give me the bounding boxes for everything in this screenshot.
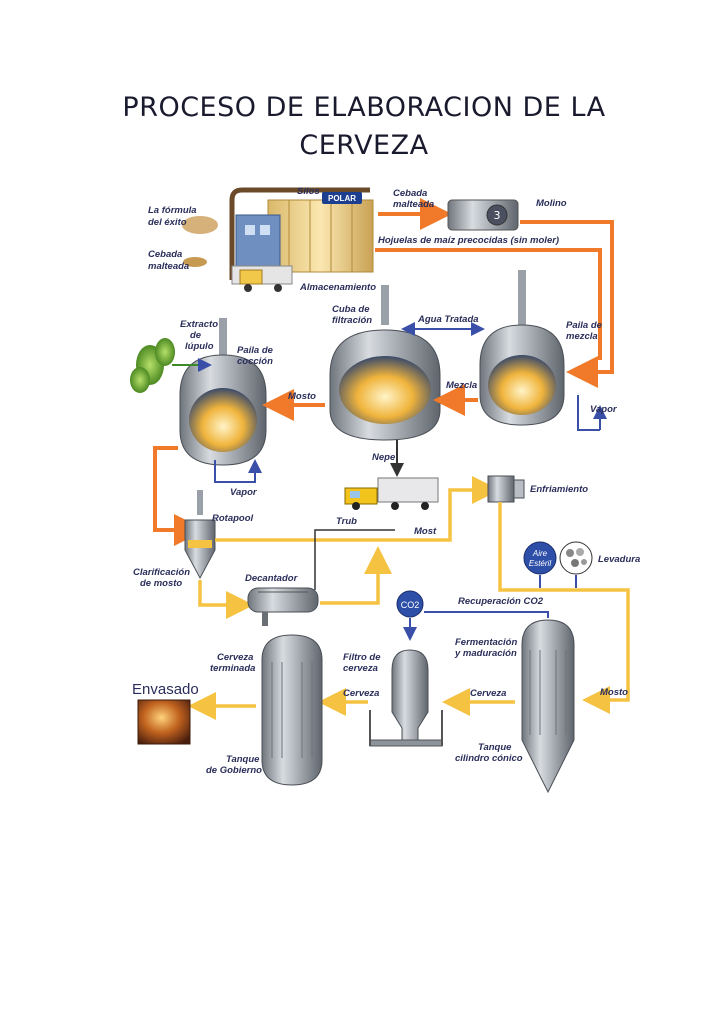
page-title-line-2: CERVEZA xyxy=(299,130,429,161)
label-most: Most xyxy=(414,526,437,537)
label-cerveza-term-2: terminada xyxy=(210,663,255,674)
label-rotapool: Rotapool xyxy=(212,513,254,524)
arrow-to-decanter xyxy=(198,580,254,619)
polar-logo xyxy=(322,192,362,204)
label-co2: CO2 xyxy=(401,600,420,610)
label-cerveza-1: Cerveza xyxy=(343,688,379,699)
storage-section: POLAR La fórmula del éxito Cebada maltea… xyxy=(148,186,376,293)
label-tanque-cil-2: cilindro cónico xyxy=(455,753,523,764)
label-cerveza-2: Cerveza xyxy=(470,688,506,699)
conveyor-pipe xyxy=(229,187,370,280)
label-mosto-1: Mosto xyxy=(288,391,316,402)
brand-label: POLAR xyxy=(328,194,356,203)
label-levadura: Levadura xyxy=(598,554,640,565)
svg-text:3: 3 xyxy=(494,209,501,222)
page-title-line-1: PROCESO DE ELABORACION DE LA xyxy=(122,92,606,123)
mill-icon: 3 xyxy=(447,199,519,231)
label-filtro-1: Filtro de xyxy=(343,652,381,663)
label-cebada-left-1: Cebada xyxy=(148,249,182,260)
label-paila-coccion-1: Paila de xyxy=(237,345,274,356)
arrow-decanter-out xyxy=(320,546,392,605)
beer-filter-icon xyxy=(369,649,443,747)
arrow-cooler-to-fermenter xyxy=(498,502,630,714)
label-paila-coccion-2: cocción xyxy=(237,356,273,367)
label-extracto-1: Extracto xyxy=(180,319,218,330)
label-aire-1: Aire xyxy=(532,549,548,558)
arrow-hojuelas xyxy=(375,248,602,360)
label-paila-mezcla-1: Paila de xyxy=(566,320,603,331)
label-extracto-2: de xyxy=(190,330,202,341)
label-cebada-top-2: malteada xyxy=(393,199,434,210)
yeast-icon xyxy=(559,541,593,575)
label-hojuelas: Hojuelas de maíz precocidas (sin moler) xyxy=(378,235,559,246)
label-envasado: Envasado xyxy=(132,681,199,698)
label-fermentacion-1: Fermentación xyxy=(455,637,517,648)
truck-icon xyxy=(344,477,439,510)
label-recuperacion: Recuperación CO2 xyxy=(458,596,544,607)
fermenter-tank-icon xyxy=(521,619,575,794)
label-cerveza-term-1: Cerveza xyxy=(217,652,253,663)
label-extracto-3: lúpulo xyxy=(185,341,214,352)
label-cebada-left-2: malteada xyxy=(148,261,189,272)
grain-truck-icon xyxy=(231,265,293,292)
cooler-icon xyxy=(487,475,525,503)
label-almacenamiento: Almacenamiento xyxy=(299,282,376,293)
mix-kettle-icon xyxy=(479,270,565,426)
arrow-most-to-cooler xyxy=(215,476,500,542)
label-agua: Agua Tratada xyxy=(417,314,479,325)
label-nepe: Nepe xyxy=(372,452,396,463)
label-aire-2: Estéril xyxy=(529,559,551,568)
grain-pile-icon xyxy=(182,216,218,234)
arrow-mill-to-mix xyxy=(520,220,614,388)
rotapool-icon xyxy=(184,490,216,580)
label-paila-mezcla-2: mezcla xyxy=(566,331,598,342)
vapor-loop-left xyxy=(214,459,262,483)
label-fermentacion-2: y maduración xyxy=(454,648,517,659)
line-trub xyxy=(314,529,395,590)
label-mezcla: Mezcla xyxy=(446,380,477,391)
label-decantador: Decantador xyxy=(245,573,299,584)
malt-grain-icon xyxy=(183,257,207,267)
label-formula-2: del éxito xyxy=(148,217,187,228)
label-cuba-1: Cuba de xyxy=(332,304,370,315)
label-vapor-1: Vapor xyxy=(230,487,258,498)
decanter-icon xyxy=(247,587,319,626)
line-co2-recovery xyxy=(424,611,549,618)
hops-icon xyxy=(130,338,175,393)
boil-kettle-icon xyxy=(179,318,267,466)
label-mosto-2: Mosto xyxy=(600,687,628,698)
label-enfriamiento: Enfriamiento xyxy=(530,484,588,495)
label-clarificacion-1: Clarificación xyxy=(133,567,190,578)
vapor-loop-right xyxy=(577,395,600,431)
co2-icon: CO2 xyxy=(396,590,424,618)
sterile-air-icon: Aire Estéril xyxy=(523,541,557,575)
label-molino: Molino xyxy=(536,198,567,209)
lauter-tun-icon xyxy=(329,285,441,441)
label-formula-1: La fórmula xyxy=(148,205,197,216)
label-tanque-cil-1: Tanque xyxy=(478,742,512,753)
silos-icon: POLAR xyxy=(267,192,374,273)
label-silos: Silos xyxy=(297,186,320,197)
label-tanque-gob-1: Tanque xyxy=(226,754,260,765)
label-filtro-2: cerveza xyxy=(343,663,378,674)
label-cuba-2: filtración xyxy=(332,315,372,326)
bright-tank-icon xyxy=(261,634,323,786)
label-clarificacion-2: de mosto xyxy=(140,578,182,589)
label-cebada-top-1: Cebada xyxy=(393,188,427,199)
label-trub: Trub xyxy=(336,516,357,527)
label-tanque-gob-2: de Gobierno xyxy=(206,765,262,776)
label-vapor-2: Vapor xyxy=(590,404,618,415)
building-icon xyxy=(235,214,281,271)
arrow-boil-to-rotapool xyxy=(153,446,206,546)
bottling-photo-icon xyxy=(137,699,191,745)
